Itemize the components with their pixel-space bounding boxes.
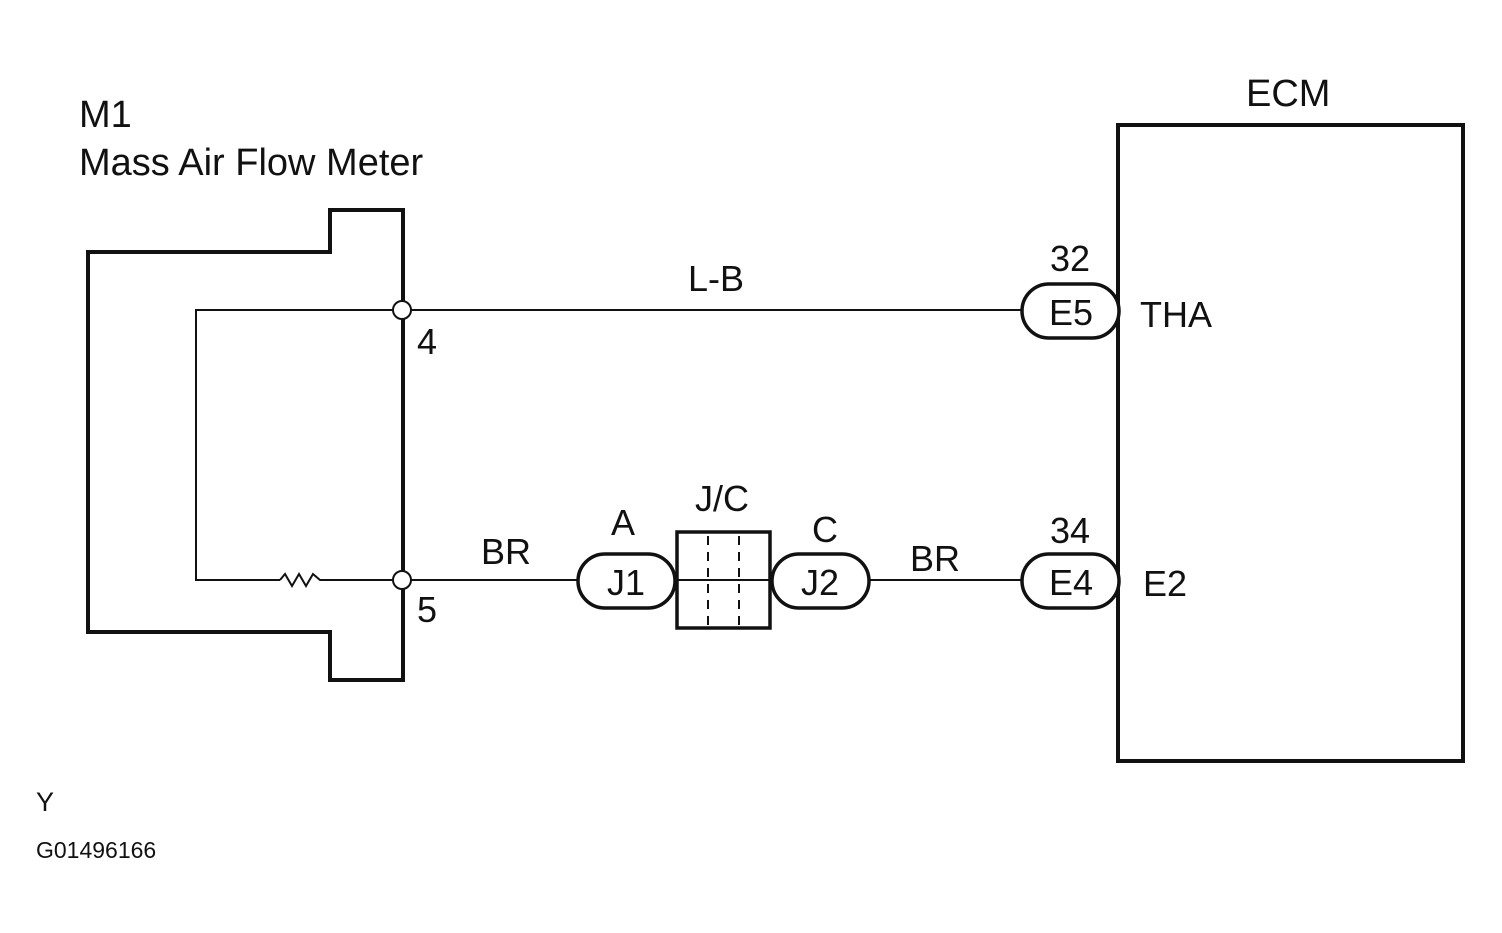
- figure-id-label: G01496166: [36, 837, 156, 863]
- ecm-pin-34-label: 34: [1050, 510, 1090, 551]
- terminal-4-label: 4: [417, 321, 437, 362]
- connector-j1-pin-label: A: [611, 502, 635, 543]
- thermistor-resistor-symbol: [279, 572, 392, 588]
- ground-wire-left-color-label: BR: [481, 531, 531, 572]
- maf-internal-loop: [195, 309, 392, 581]
- connector-j1-label: J1: [607, 562, 645, 603]
- ecm-tha-terminal-label: THA: [1140, 294, 1212, 335]
- terminal-4-node: [392, 300, 412, 320]
- connector-j2-pin-label: C: [812, 509, 838, 550]
- maf-housing-outline: [86, 208, 405, 682]
- ecm-pin-32-label: 32: [1050, 238, 1090, 279]
- signal-wire-color-label: L-B: [688, 258, 744, 299]
- ecm-e2-terminal-label: E2: [1143, 563, 1187, 604]
- ground-wire-right-color-label: BR: [910, 538, 960, 579]
- maf-component-id: M1: [79, 94, 132, 136]
- connector-e5-label: E5: [1049, 292, 1093, 333]
- terminal-5-label: 5: [417, 589, 437, 630]
- junction-connector-label: J/C: [695, 478, 749, 519]
- maf-component-name: Mass Air Flow Meter: [79, 142, 424, 184]
- ecm-box: [1116, 123, 1465, 763]
- connector-e5-body: [1020, 282, 1121, 340]
- terminal-5-node: [392, 570, 412, 590]
- ecm-title: ECM: [1246, 73, 1330, 115]
- connector-j2-label: J2: [801, 562, 839, 603]
- connector-e4-body: [1020, 552, 1121, 610]
- connector-e4-label: E4: [1049, 562, 1093, 603]
- color-code-label: Y: [36, 787, 54, 817]
